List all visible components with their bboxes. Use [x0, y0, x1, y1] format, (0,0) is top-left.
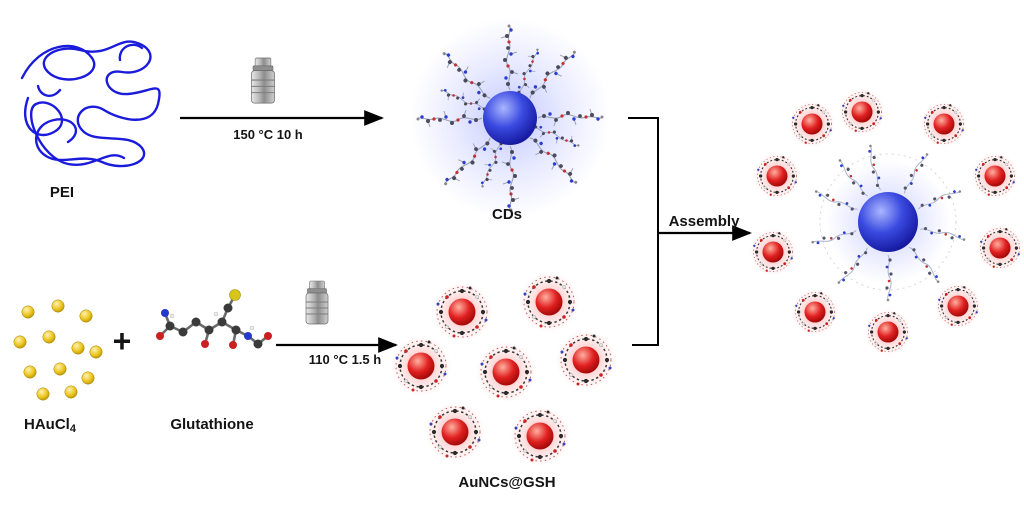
aunc-particle — [555, 329, 617, 391]
aunc-particle — [971, 152, 1019, 200]
aunc-particle — [390, 335, 452, 397]
gold-ion-dot — [53, 362, 67, 376]
sulfur-atom — [229, 289, 241, 301]
gold-ion-dot — [13, 335, 27, 349]
gold-ion-dot — [89, 345, 103, 359]
assembly-linker-ring — [819, 153, 957, 291]
autoclave-icon-2 — [305, 280, 329, 325]
aunc-particle — [838, 88, 886, 136]
gold-ion-dot — [42, 330, 56, 344]
aunc-particle — [976, 224, 1024, 272]
cds-nanoparticle — [410, 18, 610, 218]
assembly-label: Assembly — [669, 213, 741, 230]
aunc-particle — [753, 152, 801, 200]
gold-ions-group — [13, 299, 103, 401]
autoclave-icon-1 — [250, 57, 276, 104]
gold-ion-dot — [64, 385, 78, 399]
pei-polymer-icon — [20, 40, 161, 168]
aunc-particle — [431, 281, 493, 343]
gold-ion-dot — [36, 387, 50, 401]
aunc-particle — [788, 100, 836, 148]
aunc-particle — [509, 405, 571, 467]
haucl4-label: HAuCl4 — [24, 416, 77, 435]
auncs-cluster — [390, 271, 617, 467]
aunc-particle — [934, 282, 982, 330]
aunc-particle — [475, 341, 537, 403]
glutathione-label: Glutathione — [170, 416, 253, 433]
aunc-particle — [518, 271, 580, 333]
gold-ion-dot — [23, 365, 37, 379]
assembled-nanocomposite — [749, 88, 1024, 356]
gold-ion-dot — [81, 371, 95, 385]
aunc-particle — [424, 401, 486, 463]
plus-sign: + — [113, 323, 132, 359]
gold-ion-dot — [79, 309, 93, 323]
aunc-particle — [920, 100, 968, 148]
aunc-particle — [749, 228, 797, 276]
auncs-label: AuNCs@GSH — [458, 474, 555, 491]
glutathione-molecule — [156, 289, 272, 349]
assembly-cd-core-sphere — [858, 192, 918, 252]
cd-core-sphere — [483, 91, 537, 145]
cds-label: CDs — [492, 206, 522, 223]
gold-ion-dot — [51, 299, 65, 313]
condition-label-2: 110 °C 1.5 h — [309, 352, 381, 367]
gold-ion-dot — [71, 341, 85, 355]
gold-ion-dot — [21, 305, 35, 319]
aunc-particle — [791, 288, 839, 336]
pei-label: PEI — [50, 184, 74, 201]
aunc-particle — [864, 308, 912, 356]
condition-label-1: 150 °C 10 h — [233, 127, 303, 142]
bracket-connector — [628, 117, 659, 346]
